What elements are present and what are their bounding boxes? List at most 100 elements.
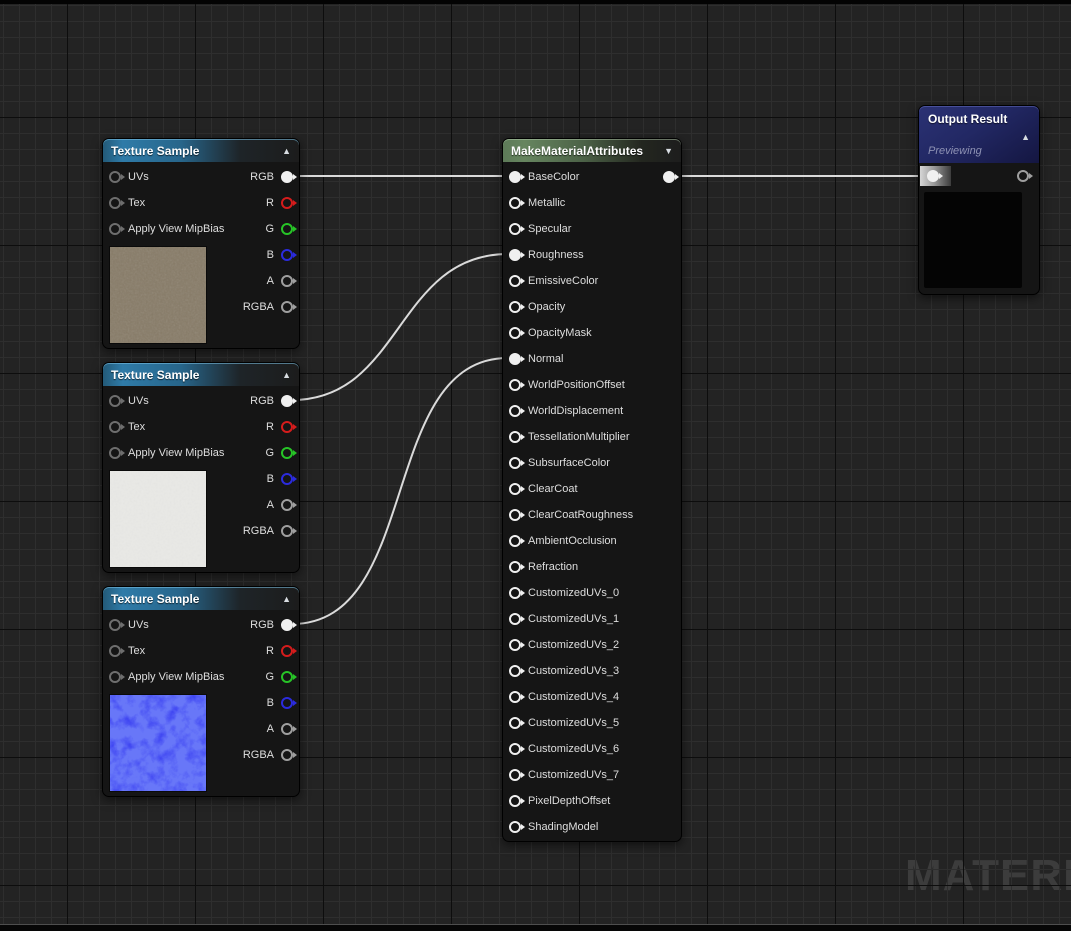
input-pin-apply-view-mipbias[interactable] (109, 671, 125, 683)
pin-label: Apply View MipBias (128, 671, 225, 683)
input-pin-apply-view-mipbias[interactable] (109, 223, 125, 235)
pin-row: UVs (109, 388, 149, 414)
input-pin-customizeduvs_6[interactable] (509, 743, 525, 755)
input-pin-pixeldepthoffset[interactable] (509, 795, 525, 807)
collapse-arrow-icon[interactable]: ▲ (1021, 132, 1030, 142)
collapse-arrow-icon[interactable]: ▼ (664, 145, 673, 156)
node-header[interactable]: Texture Sample ▲ (103, 363, 299, 386)
input-pin-customizeduvs_2[interactable] (509, 639, 525, 651)
input-pin-opacity[interactable] (509, 301, 525, 313)
output-pin-g[interactable] (281, 447, 297, 459)
input-pin-tex[interactable] (109, 197, 125, 209)
pin-row: B (267, 690, 297, 716)
input-pin-ambientocclusion[interactable] (509, 535, 525, 547)
pin-label: RGBA (242, 749, 274, 761)
output-pin-g[interactable] (281, 223, 297, 235)
input-pin-customizeduvs_4[interactable] (509, 691, 525, 703)
input-pin-subsurfacecolor[interactable] (509, 457, 525, 469)
node-header[interactable]: MakeMaterialAttributes ▼ (503, 139, 681, 162)
input-pin-specular[interactable] (509, 223, 525, 235)
node-header[interactable]: Texture Sample ▲ (103, 139, 299, 162)
pin-row: R (266, 638, 297, 664)
input-pin-normal[interactable] (509, 353, 525, 365)
output-pin-rgb[interactable] (281, 395, 297, 407)
input-pin-uvs[interactable] (109, 395, 125, 407)
pin-row: A (267, 492, 297, 518)
output-result-input-pin[interactable] (927, 170, 943, 182)
pin-row: Specular (509, 216, 571, 242)
input-pin-emissivecolor[interactable] (509, 275, 525, 287)
pin-label: WorldPositionOffset (528, 379, 625, 391)
input-pin-shadingmodel[interactable] (509, 821, 525, 833)
node-header[interactable]: Texture Sample ▲ (103, 587, 299, 610)
input-pin-basecolor[interactable] (509, 171, 525, 183)
output-pin-g[interactable] (281, 671, 297, 683)
input-pin-clearcoatroughness[interactable] (509, 509, 525, 521)
node-title: Output Result (928, 112, 1008, 126)
output-pin-a[interactable] (281, 499, 297, 511)
input-pin-apply-view-mipbias[interactable] (109, 447, 125, 459)
pin-label: RGB (250, 171, 274, 183)
pin-label: ShadingModel (528, 821, 599, 833)
material-attributes-output-pin[interactable] (663, 171, 679, 183)
input-pin-opacitymask[interactable] (509, 327, 525, 339)
node-header[interactable]: Output Result ▲ Previewing (919, 106, 1039, 163)
wire-roughness[interactable] (291, 253, 509, 401)
input-pin-uvs[interactable] (109, 619, 125, 631)
collapse-arrow-icon[interactable]: ▲ (282, 145, 291, 156)
pin-label: A (266, 723, 274, 735)
input-pin-refraction[interactable] (509, 561, 525, 573)
pin-row: RGB (250, 388, 297, 414)
output-pin-b[interactable] (281, 473, 297, 485)
input-pin-tex[interactable] (109, 421, 125, 433)
output-pin-b[interactable] (281, 697, 297, 709)
collapse-arrow-icon[interactable]: ▲ (282, 369, 291, 380)
input-pin-customizeduvs_3[interactable] (509, 665, 525, 677)
pin-row: R (266, 190, 297, 216)
wire-normal[interactable] (291, 357, 509, 625)
input-pin-customizeduvs_7[interactable] (509, 769, 525, 781)
input-pin-roughness[interactable] (509, 249, 525, 261)
output-result-output-pin[interactable] (1017, 170, 1033, 182)
input-pin-clearcoat[interactable] (509, 483, 525, 495)
input-pin-uvs[interactable] (109, 171, 125, 183)
output-pin-b[interactable] (281, 249, 297, 261)
output-result-node[interactable]: Output Result ▲ Previewing (918, 105, 1040, 295)
pin-row: CustomizedUVs_6 (509, 736, 619, 762)
output-pin-rgba[interactable] (281, 525, 297, 537)
output-pin-r[interactable] (281, 421, 297, 433)
input-pin-customizeduvs_0[interactable] (509, 587, 525, 599)
input-pin-worldpositionoffset[interactable] (509, 379, 525, 391)
pin-label: Metallic (528, 197, 566, 209)
pin-label: Refraction (528, 561, 579, 573)
output-pin-rgb[interactable] (281, 171, 297, 183)
pin-row: Metallic (509, 190, 565, 216)
output-pin-r[interactable] (281, 645, 297, 657)
input-pin-customizeduvs_5[interactable] (509, 717, 525, 729)
output-pin-rgb[interactable] (281, 619, 297, 631)
input-pin-customizeduvs_1[interactable] (509, 613, 525, 625)
input-pin-worlddisplacement[interactable] (509, 405, 525, 417)
pin-label: UVs (128, 395, 149, 407)
output-pin-r[interactable] (281, 197, 297, 209)
pin-label: R (266, 645, 274, 657)
output-pin-a[interactable] (281, 723, 297, 735)
input-pin-tex[interactable] (109, 645, 125, 657)
input-pin-metallic[interactable] (509, 197, 525, 209)
pin-row: WorldDisplacement (509, 398, 623, 424)
pin-row: Apply View MipBias (109, 216, 224, 242)
output-pin-rgba[interactable] (281, 301, 297, 313)
pin-row: Tex (109, 414, 145, 440)
pin-label: R (266, 197, 274, 209)
output-pin-rgba[interactable] (281, 749, 297, 761)
output-pin-a[interactable] (281, 275, 297, 287)
input-pin-tessellationmultiplier[interactable] (509, 431, 525, 443)
pin-row: CustomizedUVs_5 (509, 710, 619, 736)
collapse-arrow-icon[interactable]: ▲ (282, 593, 291, 604)
pin-row: Tex (109, 638, 145, 664)
pin-label: WorldDisplacement (528, 405, 624, 417)
